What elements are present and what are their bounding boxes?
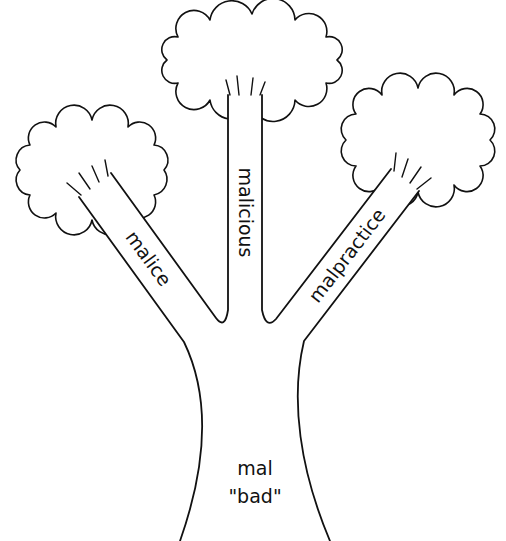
right-canopy: [341, 73, 495, 207]
branch-word: malpractice: [305, 205, 388, 306]
branch-word: malicious: [236, 167, 255, 257]
root-word: mal: [237, 459, 272, 478]
tree-outline: [79, 95, 419, 541]
root-meaning: "bad": [228, 487, 281, 506]
right-branch-fill: [276, 169, 419, 355]
middle-branch-fill: [228, 95, 262, 345]
